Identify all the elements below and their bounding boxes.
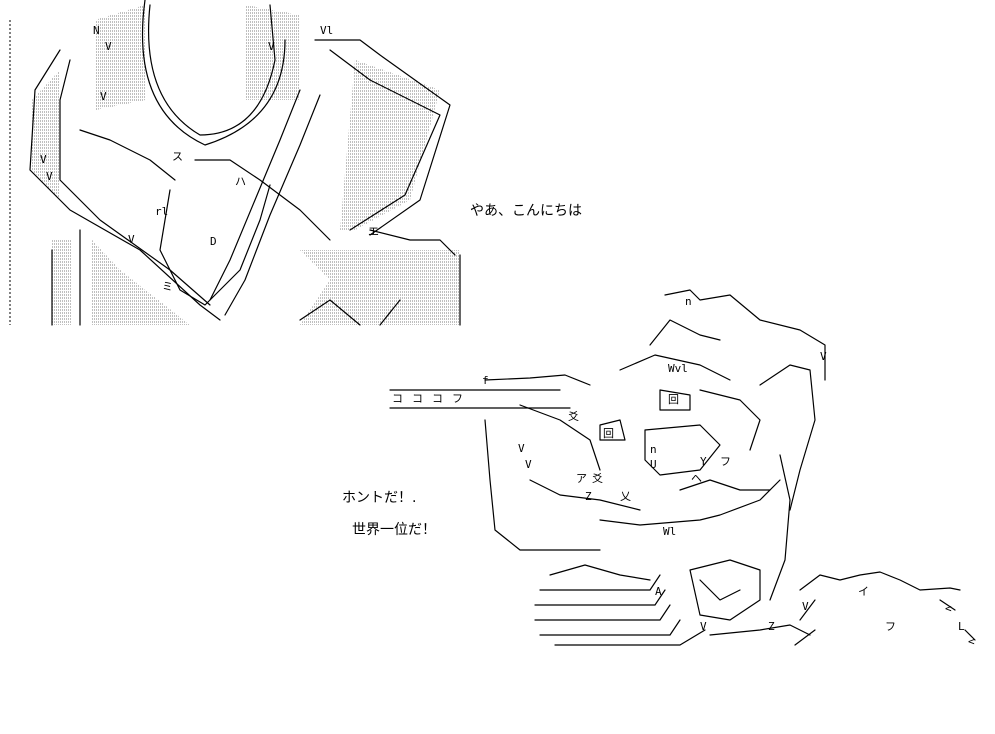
svg-text:ヘ: ヘ xyxy=(691,472,702,485)
svg-text:Y: Y xyxy=(700,455,707,468)
really-caption: ホントだ！. xyxy=(342,490,417,506)
svg-text:回: 回 xyxy=(603,427,614,440)
svg-text:V: V xyxy=(700,620,707,633)
svg-text:Wvl: Wvl xyxy=(668,362,688,375)
svg-text:爻: 爻 xyxy=(592,472,603,485)
greeting-caption: やあ、こんにちは xyxy=(470,203,582,219)
svg-text:乂: 乂 xyxy=(620,490,631,503)
svg-text:フ: フ xyxy=(720,455,731,468)
svg-text:V: V xyxy=(525,458,532,471)
svg-text:V: V xyxy=(100,90,107,103)
svg-text:ハ: ハ xyxy=(235,175,246,188)
svg-text:フ: フ xyxy=(452,392,463,405)
svg-text:f: f xyxy=(482,374,489,387)
svg-text:<: < xyxy=(968,635,975,648)
figure-top-left: N V V Vl V ス V V rl V D ミ ハ エ xyxy=(9,0,461,326)
svg-text:V: V xyxy=(518,442,525,455)
svg-text:D: D xyxy=(210,235,217,248)
svg-text:Z: Z xyxy=(585,490,592,503)
svg-text:Z: Z xyxy=(768,620,775,633)
svg-text:V: V xyxy=(268,40,275,53)
svg-text:n: n xyxy=(685,295,692,308)
svg-text:V: V xyxy=(820,350,827,363)
svg-text:コ: コ xyxy=(392,392,403,405)
svg-text:<: < xyxy=(945,602,952,615)
svg-text:Wl: Wl xyxy=(663,525,676,538)
svg-text:回: 回 xyxy=(668,393,679,406)
world-first-caption: 世界一位だ！ xyxy=(352,522,436,538)
figure-bottom-right: n Wvl f コ コ コ フ 爻 回 回 V V n U ア 爻 Z 乂 ヘ … xyxy=(389,289,976,648)
svg-text:エ: エ xyxy=(368,225,379,238)
svg-text:Vl: Vl xyxy=(320,24,333,37)
svg-text:V: V xyxy=(40,153,47,166)
svg-text:V: V xyxy=(128,233,135,246)
svg-text:L: L xyxy=(958,620,965,633)
svg-text:コ: コ xyxy=(412,392,423,405)
svg-text:イ: イ xyxy=(858,585,869,598)
svg-text:U: U xyxy=(650,458,657,471)
svg-text:A: A xyxy=(655,585,662,598)
svg-text:ア: ア xyxy=(576,472,587,485)
svg-text:rl: rl xyxy=(155,205,168,218)
svg-text:V: V xyxy=(802,600,809,613)
svg-text:ミ: ミ xyxy=(162,280,173,293)
svg-text:コ: コ xyxy=(432,392,443,405)
svg-text:N: N xyxy=(93,24,100,37)
svg-text:フ: フ xyxy=(885,620,896,633)
svg-text:n: n xyxy=(650,443,657,456)
svg-text:ス: ス xyxy=(172,150,183,163)
svg-text:V: V xyxy=(105,40,112,53)
svg-text:V: V xyxy=(46,170,53,183)
svg-text:爻: 爻 xyxy=(568,410,579,423)
